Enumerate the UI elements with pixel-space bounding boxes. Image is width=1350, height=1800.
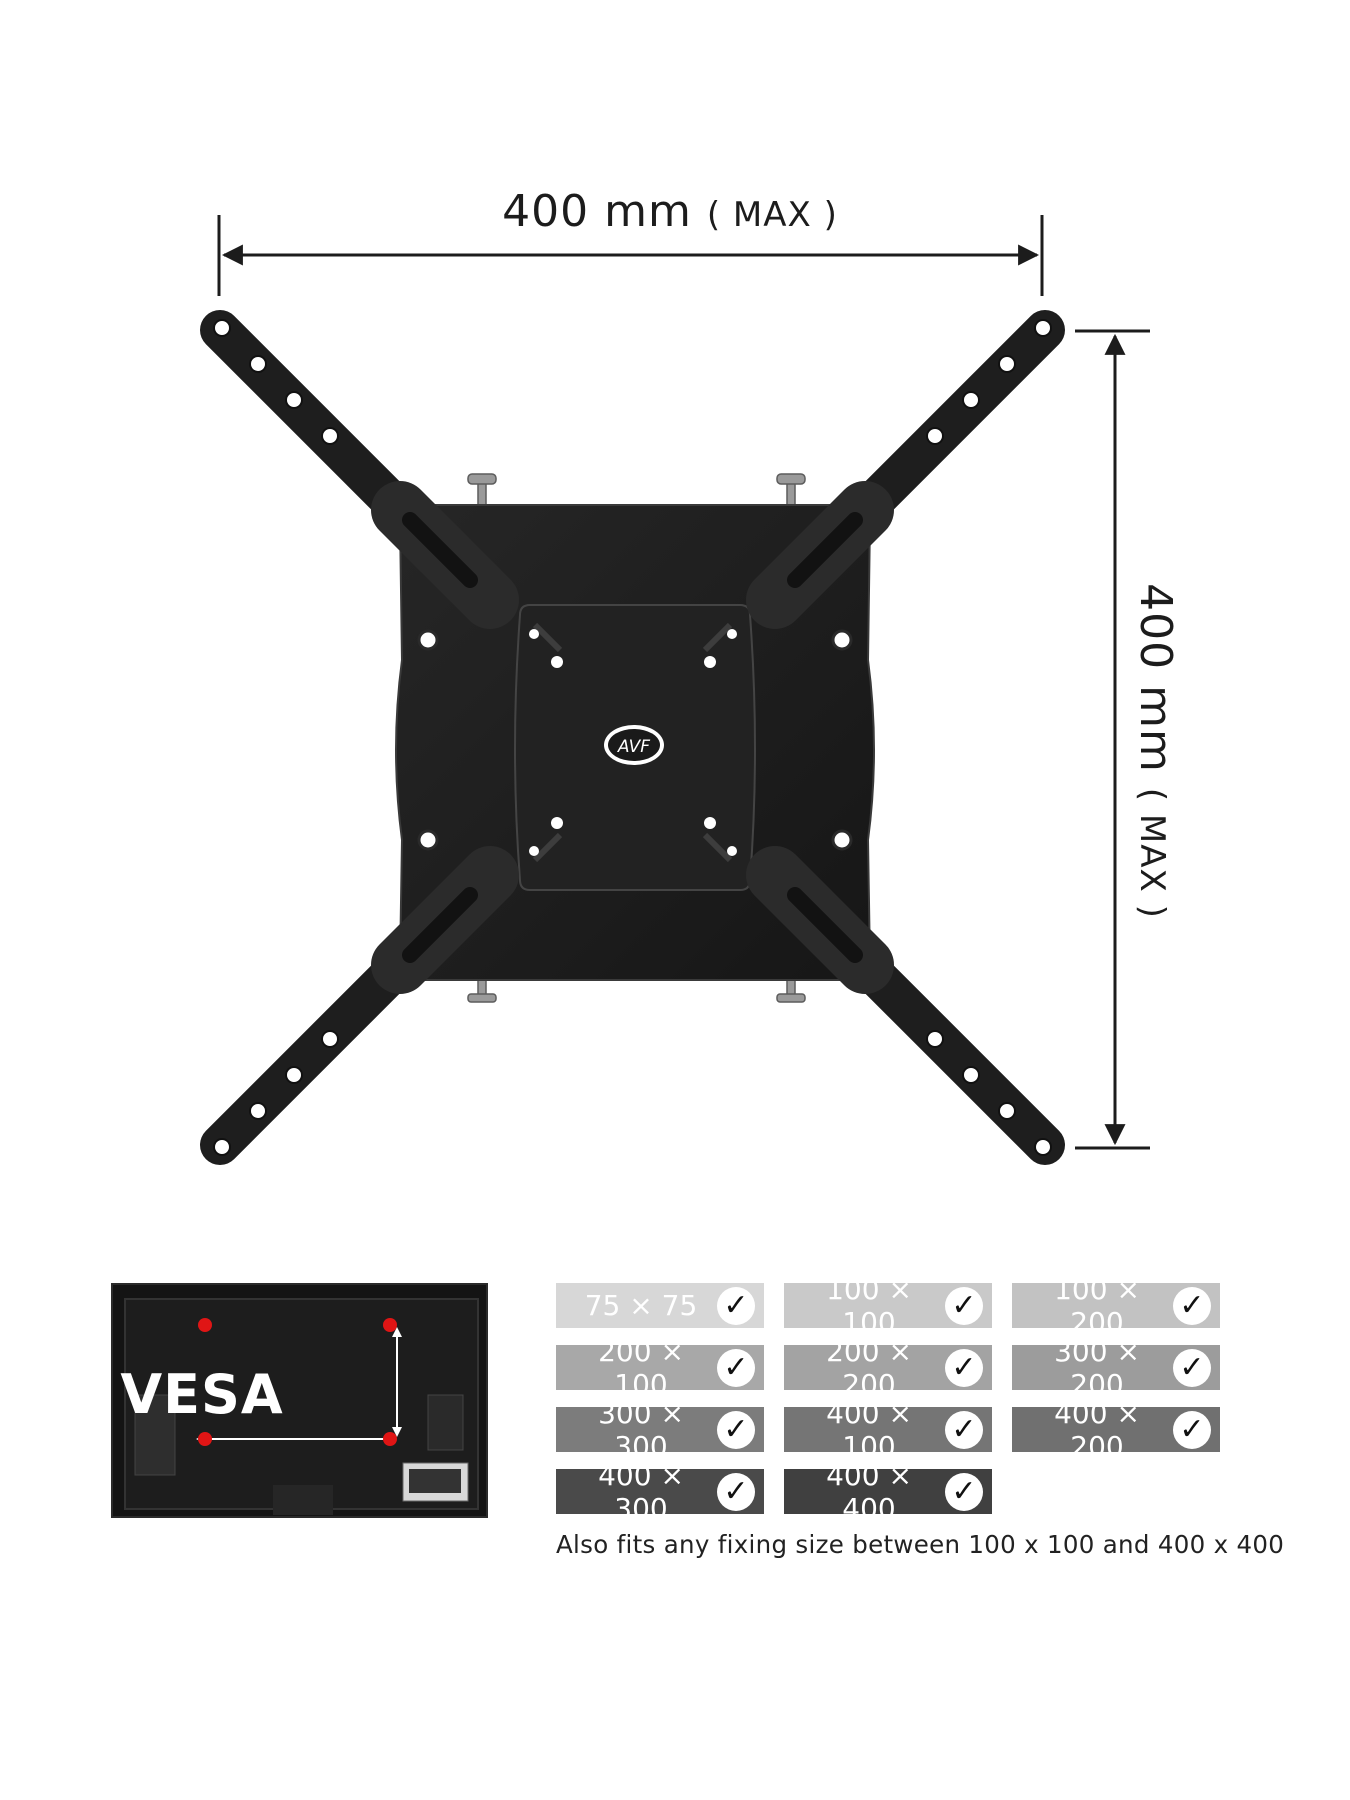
arm-bottom-left [200,846,519,1165]
vesa-tv-back-panel [111,1283,488,1518]
check-icon: ✓ [717,1472,755,1511]
vesa-size-grid: 75 × 75✓100 × 100✓100 × 200✓200 × 100✓20… [556,1273,1236,1525]
size-label: 100 × 200 [1054,1272,1140,1339]
size-label: 300 × 200 [1054,1334,1140,1401]
size-badge: 75 × 75 ✓ [556,1283,764,1328]
check-icon: ✓ [945,1410,983,1449]
check-mark: ✓ [1179,1287,1205,1323]
width-value: 400 mm [502,186,692,237]
size-badge: 200 × 200 ✓ [784,1335,992,1401]
size-label: 400 × 100 [826,1396,912,1463]
check-mark: ✓ [1179,1411,1205,1447]
height-dimension-line [1075,329,1150,1150]
check-icon: ✓ [717,1410,755,1449]
check-mark: ✓ [723,1473,749,1509]
size-badge: 400 × 200 ✓ [1012,1397,1220,1463]
vesa-label: VESA [120,1363,284,1426]
size-badge: 400 × 100 ✓ [784,1397,992,1463]
arm-top-right [746,310,1065,629]
size-label: 400 × 300 [598,1458,684,1525]
check-mark: ✓ [951,1473,977,1509]
fit-note: Also fits any fixing size between 100 x … [556,1530,1285,1559]
size-label: 400 × 200 [1054,1396,1140,1463]
check-icon: ✓ [1173,1286,1211,1325]
size-label: 400 × 400 [826,1458,912,1525]
mount-screws [467,473,806,1003]
size-badge: 100 × 200 ✓ [1012,1273,1220,1339]
mount-arms [200,310,1065,1165]
size-label: 100 × 100 [826,1272,912,1339]
size-badge: 300 × 200 ✓ [1012,1335,1220,1401]
size-label: 300 × 300 [598,1396,684,1463]
size-badge: 400 × 300 ✓ [556,1459,764,1525]
width-qualifier: ( MAX ) [706,195,838,235]
height-dimension-label: 400 mm ( MAX ) [1125,541,1185,961]
vesa-markers [196,1318,402,1446]
height-qualifier: ( MAX ) [1132,787,1172,919]
check-icon: ✓ [1173,1348,1211,1387]
brand-logo: AVF [617,737,650,757]
check-icon: ✓ [717,1286,755,1325]
size-label: 75 × 75 [584,1289,698,1322]
check-mark: ✓ [723,1411,749,1447]
arm-top-left [200,310,519,629]
size-badge: 400 × 400 ✓ [784,1459,992,1525]
check-mark: ✓ [1179,1349,1205,1385]
size-badge: 300 × 300 ✓ [556,1397,764,1463]
size-label: 200 × 200 [826,1334,912,1401]
check-mark: ✓ [723,1287,749,1323]
size-label: 200 × 100 [598,1334,684,1401]
check-mark: ✓ [951,1287,977,1323]
arm-bottom-right [746,846,1065,1165]
size-badge: 200 × 100 ✓ [556,1335,764,1401]
check-icon: ✓ [1173,1410,1211,1449]
check-mark: ✓ [951,1349,977,1385]
width-dimension-label: 400 mm ( MAX ) [300,186,1040,237]
height-value: 400 mm [1130,583,1181,773]
tv-mount-illustration: AVF [200,215,1150,1165]
size-badge: 100 × 100 ✓ [784,1273,992,1339]
check-mark: ✓ [723,1349,749,1385]
check-icon: ✓ [945,1286,983,1325]
check-icon: ✓ [945,1348,983,1387]
width-dimension-line [217,215,1044,296]
check-mark: ✓ [951,1411,977,1447]
check-icon: ✓ [717,1348,755,1387]
check-icon: ✓ [945,1472,983,1511]
